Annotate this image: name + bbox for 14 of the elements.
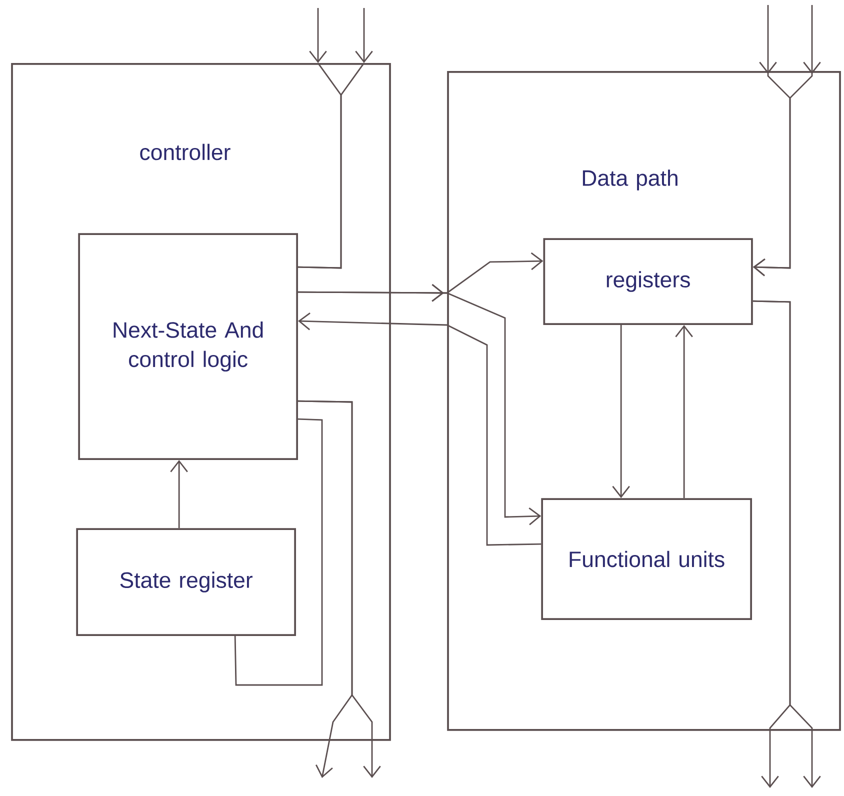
arrow xyxy=(309,8,327,64)
arrow xyxy=(612,324,630,498)
arrow xyxy=(355,8,373,64)
arrow xyxy=(298,312,542,546)
arrow xyxy=(170,460,188,528)
register-box: registers xyxy=(543,238,753,325)
arrow xyxy=(752,300,821,788)
arrow xyxy=(752,5,821,276)
arrow xyxy=(675,324,693,498)
arrow xyxy=(298,400,381,778)
unit-box: Functional units xyxy=(541,498,752,620)
arrow xyxy=(298,284,542,526)
logic-box: Next-State And control logic xyxy=(78,233,298,460)
register-box: State register xyxy=(76,528,296,636)
